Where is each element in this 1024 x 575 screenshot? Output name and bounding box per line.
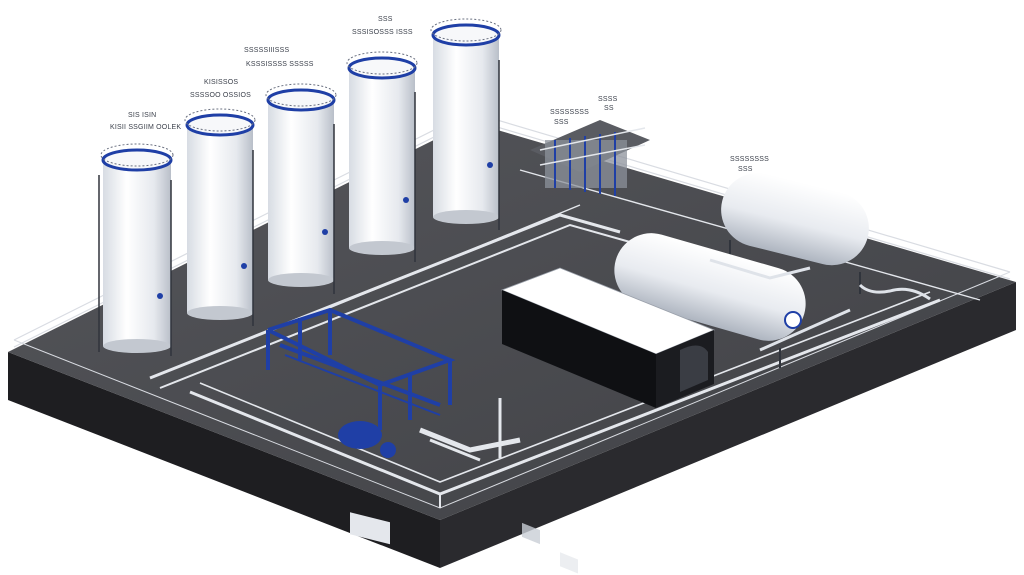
tank5-label-line1: SSS (378, 16, 393, 23)
vessel-piping (709, 258, 931, 352)
vessel-label-line2: SSS (738, 166, 753, 173)
manifold-label-line1: SSSSSSSS (550, 109, 589, 116)
building-front (502, 290, 656, 408)
tank3-label-line2: KSSSISSSS SSSSS (246, 61, 314, 68)
slab-left-side (8, 352, 440, 568)
tank-4 (346, 51, 418, 262)
tank2-label-line2: SSSSOO OSSIOS (190, 92, 251, 99)
pump-skid (338, 398, 521, 545)
tank-5 (430, 18, 502, 230)
valve-label-line2: SS (604, 105, 614, 112)
tank-1 (98, 143, 174, 356)
tank-2 (184, 108, 256, 326)
manifold-label-line2: SSS (554, 119, 569, 126)
tank1-label-line2: KISII SSGIIM OOLEK (110, 124, 181, 131)
vessel-label-line1: SSSSSSSS (730, 156, 769, 163)
tank1-label-line1: SIS ISIN (128, 112, 156, 119)
tank-3 (265, 83, 337, 294)
slab-right-side (440, 282, 1016, 568)
tank5-label-line2: SSSISOSSS ISSS (352, 29, 413, 36)
callout-labels: SIS ISIN KISII SSGIIM OOLEK KISISSOS SSS… (110, 16, 769, 173)
pump-manifold (530, 120, 650, 196)
valve-label-line1: SSSS (598, 96, 618, 103)
tank2-label-line1: KISISSOS (204, 79, 238, 86)
blue-pipe-rack (266, 307, 456, 430)
control-building (500, 267, 716, 574)
tank3-label-line1: SSSSSIIISSS (244, 47, 290, 54)
